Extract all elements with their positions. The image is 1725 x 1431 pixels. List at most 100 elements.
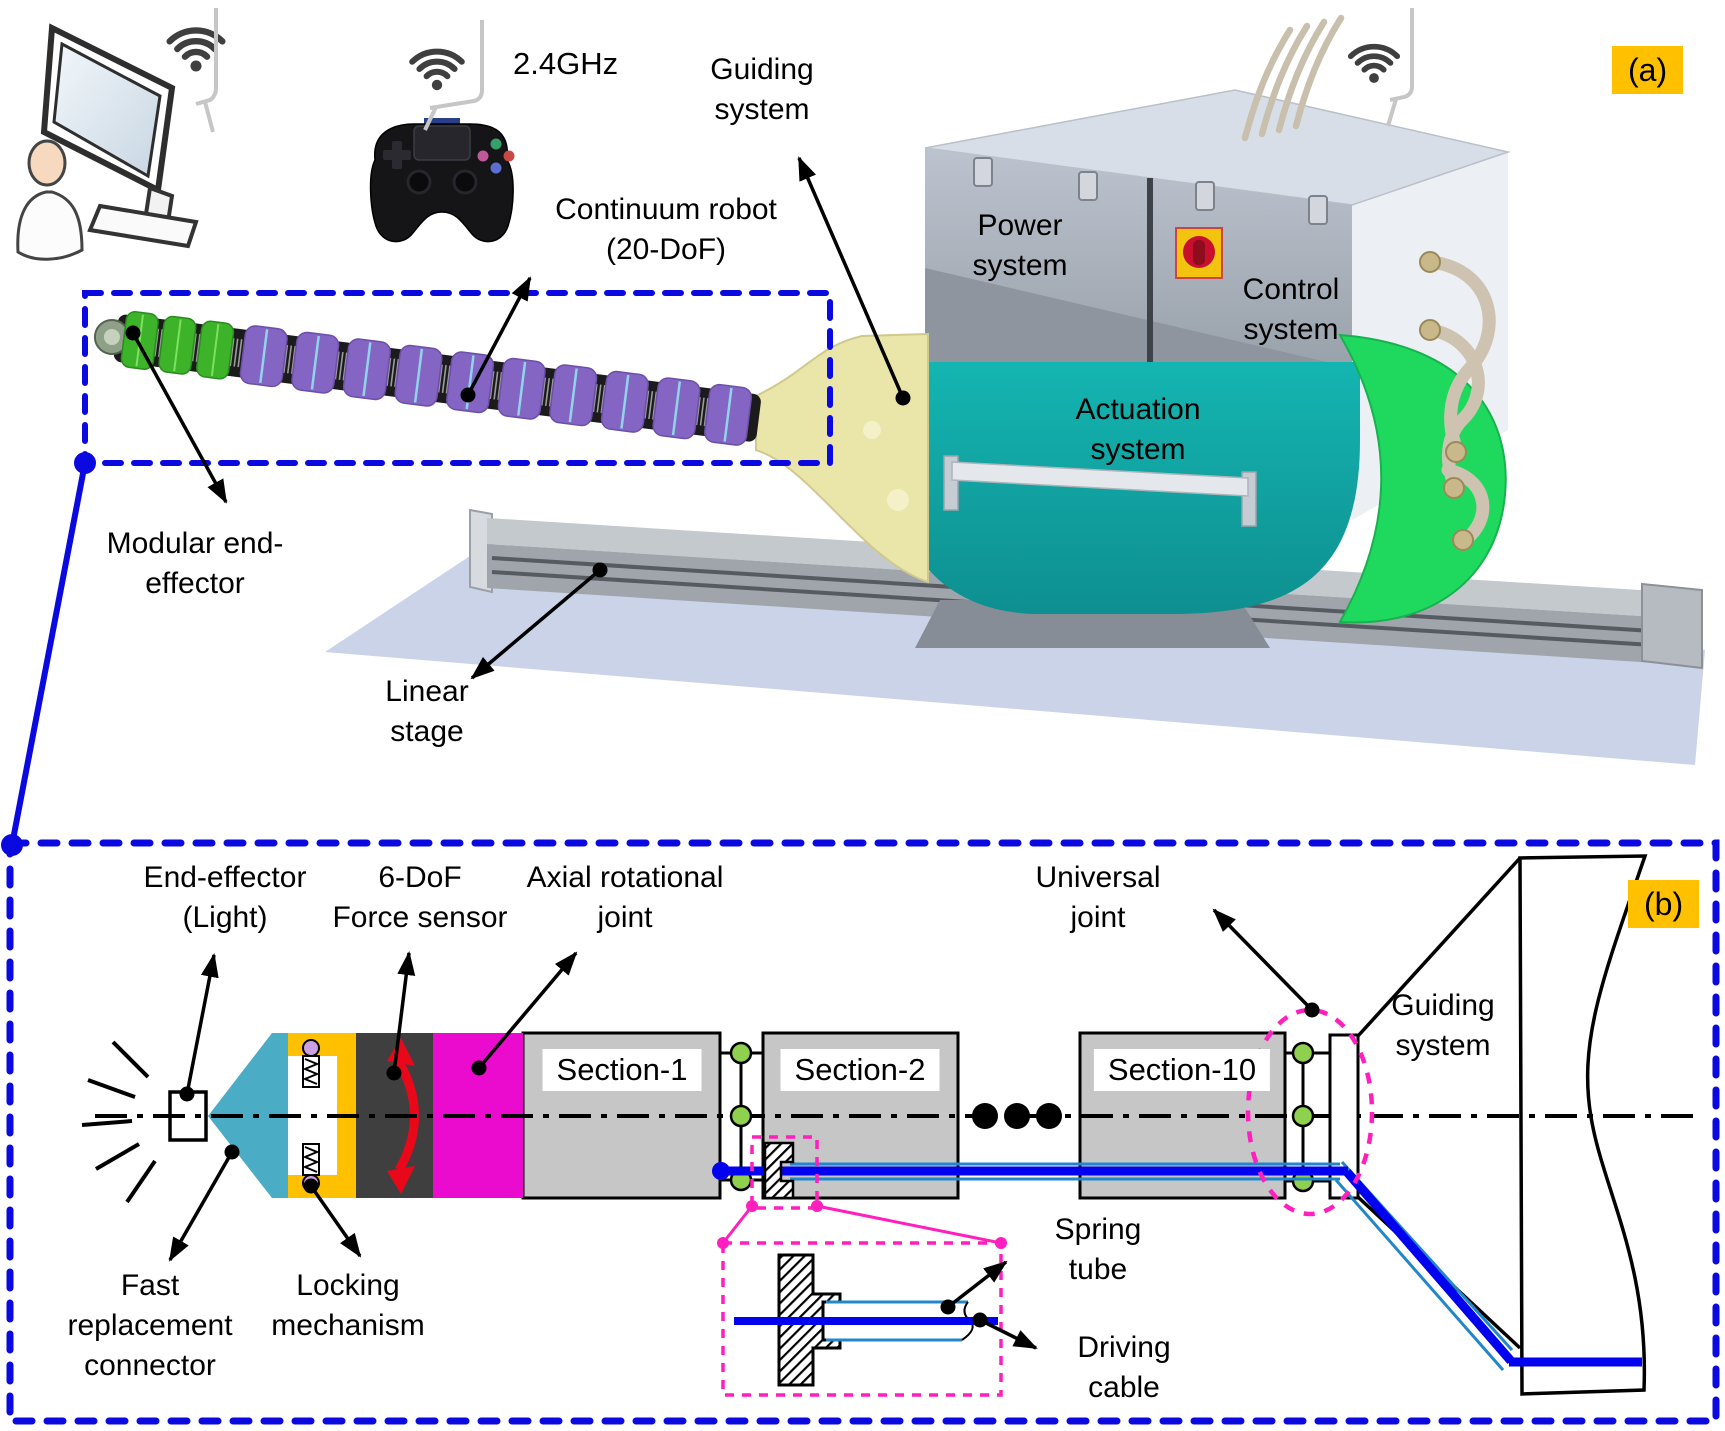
- axial-joint-label: Axial rotational joint: [527, 858, 724, 938]
- panel-b-badge: (b): [1628, 880, 1700, 928]
- label-line: Fast: [120, 1269, 180, 1302]
- end-effector-label: End-effector (Light): [144, 858, 307, 938]
- panel-a-badge: (a): [1612, 46, 1684, 94]
- gamepad-touchpad: [413, 125, 471, 161]
- universal-joint-label: Universal joint: [1035, 858, 1160, 938]
- label-line: Control: [1242, 273, 1340, 306]
- stage-base-plate: [325, 556, 1705, 765]
- label-line: system: [1395, 1029, 1491, 1062]
- driving-cable-line: [1343, 1169, 1515, 1364]
- label-line: Linear: [385, 675, 469, 708]
- annotation-arrows-a: [131, 156, 905, 680]
- guiding-funnel-3d: [755, 332, 929, 584]
- cable-connectors: [1419, 251, 1474, 551]
- machine-front-band: [925, 268, 1352, 369]
- robot-machine: [895, 14, 1511, 648]
- rail-end-cap: [469, 508, 493, 594]
- label-line: joint: [1070, 901, 1126, 934]
- callout-frame: [195, 8, 1414, 133]
- panel-b-border: [6, 839, 1720, 1425]
- label-line: Force sensor: [332, 901, 508, 934]
- force-sensor-label: 6-DoF Force sensor: [332, 858, 507, 938]
- linear-stage-label: Linear stage: [385, 672, 468, 752]
- label-line: system: [1243, 313, 1339, 346]
- gamepad-icon: [369, 118, 515, 243]
- label-line: Power: [977, 209, 1063, 242]
- gamepad-lightbar: [424, 118, 460, 125]
- gamepad-circle-button: [503, 150, 515, 162]
- latch-clips: [973, 157, 1328, 225]
- gamepad-triangle-button: [490, 138, 502, 150]
- wifi-icon: [1351, 47, 1398, 83]
- guiding-system-label-a: Guiding system: [710, 50, 813, 130]
- label-line: Continuum robot: [555, 193, 777, 226]
- annotation-dots-a: [125, 325, 911, 578]
- label-line: tube: [1068, 1253, 1128, 1286]
- label-line: Modular end-: [106, 527, 284, 560]
- rail-end-block: [1641, 582, 1703, 670]
- detail-callout: [717, 1135, 1007, 1397]
- label-line: 6-DoF: [378, 861, 462, 894]
- gamepad-cross-button: [490, 162, 502, 174]
- rotation-arrow-head: [387, 1166, 415, 1194]
- section-10-label: Section-10: [1093, 1049, 1271, 1091]
- locking-ball: [302, 1039, 320, 1057]
- control-system-label: Control system: [1243, 270, 1340, 350]
- section-ellipsis: [972, 1103, 1062, 1129]
- label-line: mechanism: [271, 1309, 425, 1342]
- gamepad-square-button: [477, 150, 489, 162]
- label-line: system: [714, 93, 810, 126]
- funnel-hole: [887, 489, 909, 511]
- annotation-arrows-b: [168, 908, 1314, 1350]
- actuation-system-label: Actuation system: [1075, 390, 1200, 470]
- fast-replacement-connector-label: Fast replacement connector: [67, 1266, 232, 1386]
- label-line: effector: [145, 567, 245, 600]
- cable-anchor-wall: [763, 1141, 795, 1200]
- continuum-robot-label: Continuum robot (20-DoF): [555, 190, 777, 270]
- frequency-label: 2.4GHz: [513, 46, 619, 81]
- label-line: Universal: [1035, 861, 1161, 894]
- label-line: Axial rotational: [526, 861, 724, 894]
- roi-dashed-rect: [82, 290, 833, 466]
- universal-joint-10: [1285, 1041, 1330, 1193]
- machine-handle: [943, 455, 1257, 527]
- label-line: Actuation: [1075, 393, 1201, 426]
- annotation-dots-b: [179, 1002, 1320, 1328]
- label-line: End-effector: [143, 861, 307, 894]
- roi-corner-dot: [74, 452, 96, 474]
- universal-joint-highlight: [1245, 1007, 1375, 1217]
- person-icon: [16, 139, 84, 261]
- gamepad-dpad: [392, 141, 402, 169]
- label-line: Guiding: [1391, 989, 1495, 1022]
- cable-anchor-dot: [712, 1162, 730, 1180]
- locking-mechanism-label: Locking mechanism: [271, 1266, 424, 1346]
- locking-spring: [302, 1058, 320, 1085]
- funnel-hole: [863, 421, 881, 439]
- gamepad-stick: [406, 169, 432, 195]
- spring-tube-line: [1334, 1179, 1505, 1371]
- monitor-icon: [40, 23, 199, 249]
- section-1-label: Section-1: [542, 1049, 702, 1091]
- light-rays: [81, 1040, 157, 1204]
- label-line: replacement: [67, 1309, 233, 1342]
- arm-tip-face: [103, 329, 120, 346]
- guiding-funnel-schematic: [1356, 854, 1648, 1396]
- cable-assembly: [712, 1141, 1642, 1371]
- continuum-robot-arm: [93, 309, 761, 448]
- modular-end-effector-label: Modular end- effector: [107, 524, 284, 604]
- label-line: Locking: [296, 1269, 400, 1302]
- label-line: joint: [597, 901, 653, 934]
- roi-connector-line: [9, 462, 88, 846]
- label-line: cable: [1088, 1371, 1160, 1404]
- label-line: stage: [390, 715, 464, 748]
- section-2-label: Section-2: [780, 1049, 940, 1091]
- label-line: Guiding: [710, 53, 814, 86]
- label-line: system: [972, 249, 1068, 282]
- locking-spring: [302, 1146, 320, 1173]
- guiding-system-label-b: Guiding system: [1391, 986, 1494, 1066]
- label-line: Driving: [1077, 1331, 1171, 1364]
- driving-cable-label: Driving cable: [1077, 1328, 1170, 1408]
- emergency-stop-icon: [1175, 227, 1223, 279]
- machine-cables: [1425, 255, 1496, 547]
